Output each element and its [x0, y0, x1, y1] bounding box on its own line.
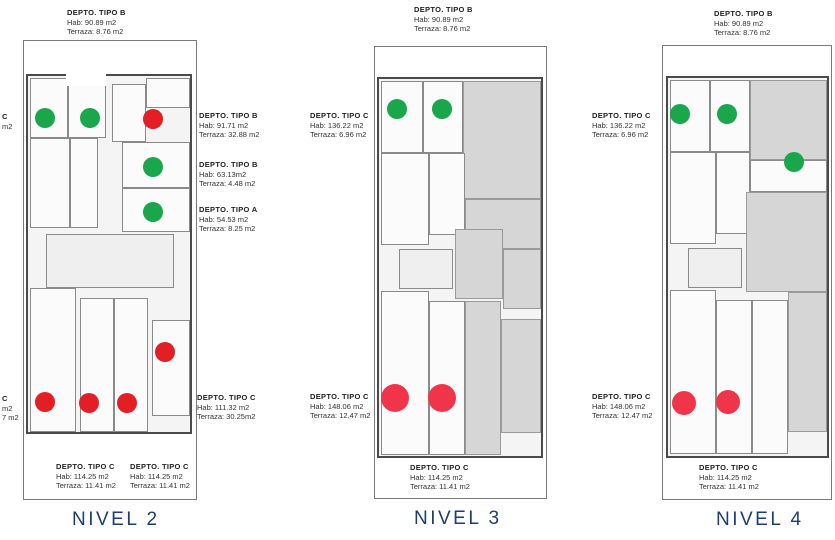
unit-available-marker[interactable] — [80, 108, 100, 128]
unit — [112, 84, 146, 142]
unit-sold-marker[interactable] — [716, 390, 740, 414]
unit — [30, 288, 76, 432]
unit — [429, 301, 465, 455]
unit-available-marker[interactable] — [143, 157, 163, 177]
unit — [146, 78, 190, 108]
shaded-unit — [501, 319, 541, 433]
shaded-unit — [750, 80, 827, 160]
corridor — [46, 234, 174, 288]
unit-available-marker[interactable] — [784, 152, 804, 172]
shaded-unit — [503, 249, 541, 309]
unit-available-marker[interactable] — [717, 104, 737, 124]
shaded-unit — [455, 229, 503, 299]
unit — [670, 152, 716, 244]
unit-available-marker[interactable] — [432, 99, 452, 119]
unit — [70, 138, 98, 228]
nivel-2-floorplan — [26, 74, 192, 434]
shaded-unit — [463, 81, 541, 199]
unit-sold-marker[interactable] — [117, 393, 137, 413]
unit — [752, 300, 788, 454]
corridor — [688, 248, 742, 288]
shaded-unit — [788, 292, 827, 432]
corridor — [399, 249, 453, 289]
unit — [152, 320, 190, 416]
level-title: NIVEL 3 — [414, 508, 502, 529]
shaded-unit — [465, 199, 541, 249]
shaded-unit — [746, 192, 827, 292]
unit-available-marker[interactable] — [670, 104, 690, 124]
unit-sold-marker[interactable] — [35, 392, 55, 412]
unit-available-marker[interactable] — [35, 108, 55, 128]
unit — [710, 80, 750, 152]
level-title: NIVEL 2 — [72, 509, 160, 530]
unit-sold-marker[interactable] — [155, 342, 175, 362]
level-title: NIVEL 4 — [716, 509, 804, 530]
shaded-unit — [465, 301, 501, 455]
unit-sold-marker[interactable] — [428, 384, 456, 412]
unit — [381, 153, 429, 245]
unit — [429, 153, 465, 235]
unit-sold-marker[interactable] — [79, 393, 99, 413]
unit — [716, 152, 750, 234]
unit-sold-marker[interactable] — [143, 109, 163, 129]
unit-sold-marker[interactable] — [381, 384, 409, 412]
nivel-3-floorplan — [377, 77, 543, 458]
unit — [670, 290, 716, 454]
unit — [381, 291, 429, 455]
notch — [66, 74, 106, 86]
unit-available-marker[interactable] — [387, 99, 407, 119]
unit-sold-marker[interactable] — [672, 391, 696, 415]
unit-available-marker[interactable] — [143, 202, 163, 222]
unit — [30, 138, 70, 228]
unit — [716, 300, 752, 454]
